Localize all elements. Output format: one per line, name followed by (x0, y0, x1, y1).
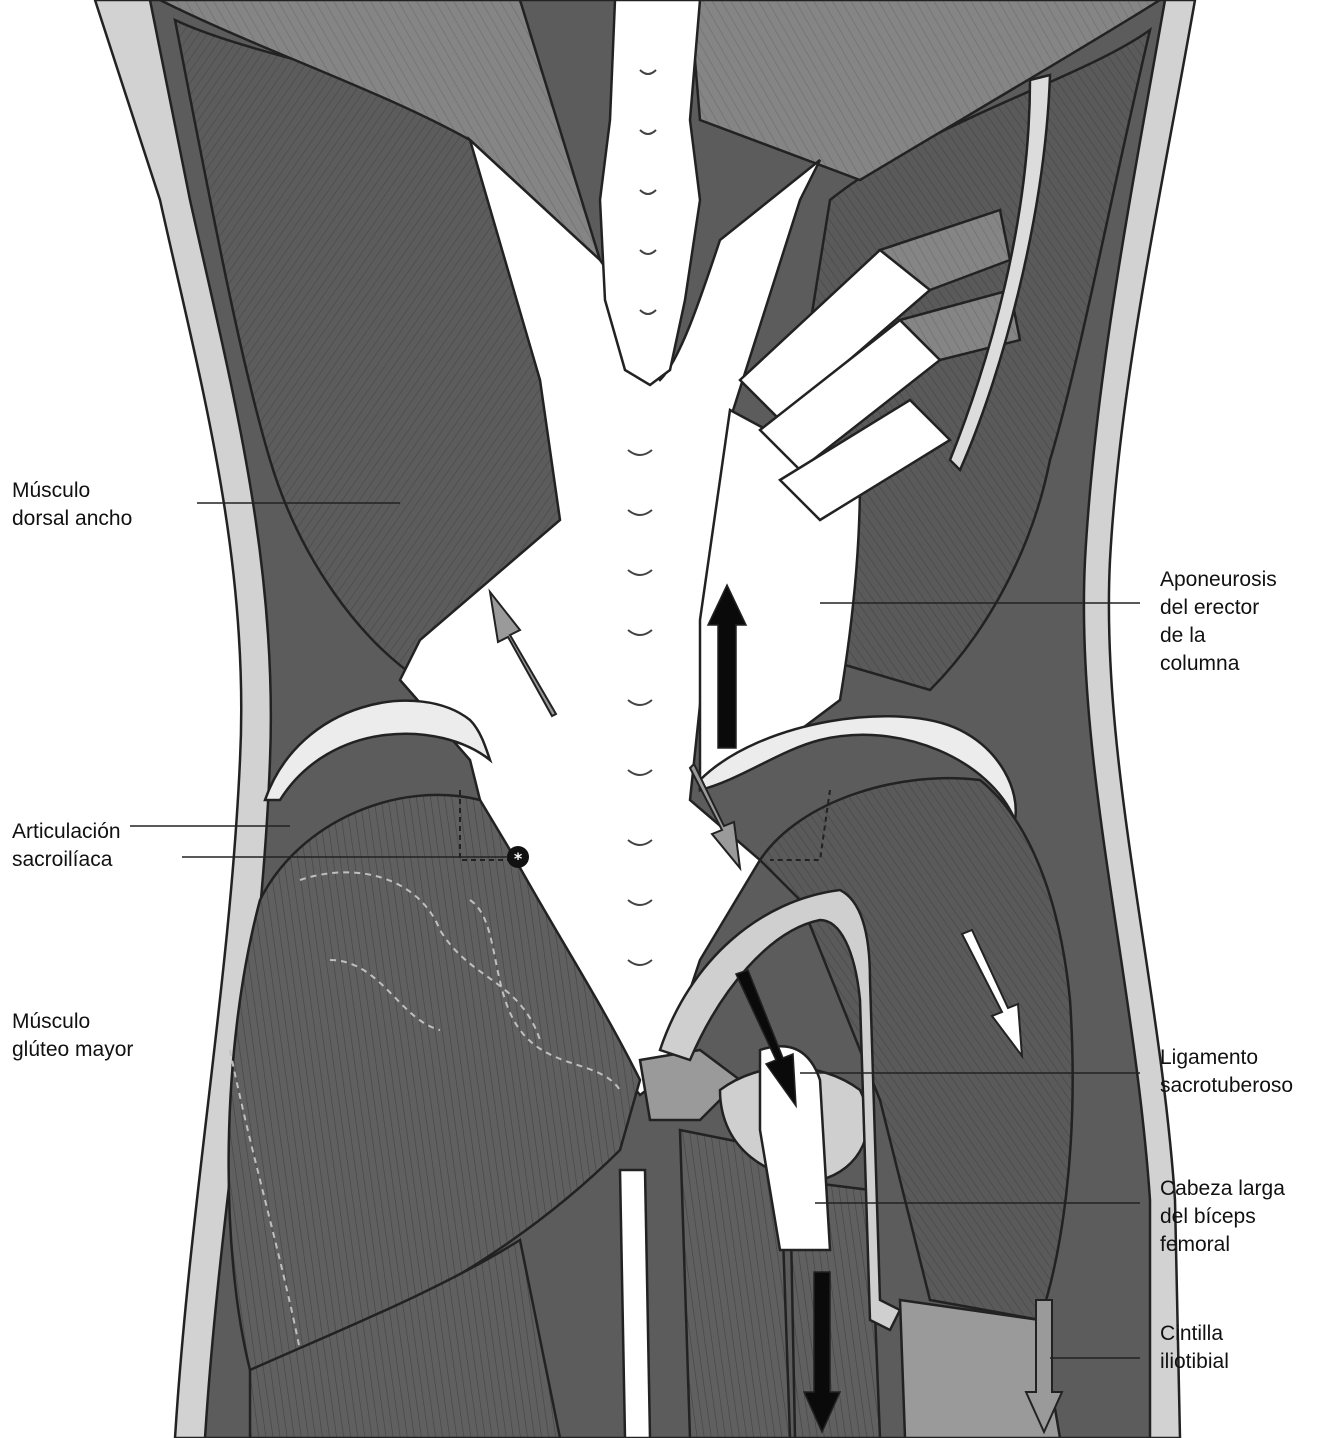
label-cintilla-line1: Cintilla (1160, 1322, 1223, 1345)
svg-text:sacrotuberoso: sacrotuberoso (1160, 1074, 1293, 1097)
label-gluteo-line1: Músculo (12, 1010, 90, 1033)
label-aponeurosis-line3: de la (1160, 624, 1206, 647)
label-sacrotuberoso-line2: sacrotuberoso (1160, 1074, 1293, 1097)
svg-text:del bíceps: del bíceps (1160, 1205, 1256, 1228)
svg-text:columna: columna (1160, 652, 1240, 675)
svg-text:*: * (514, 849, 523, 868)
svg-text:dorsal ancho: dorsal ancho (12, 507, 132, 530)
label-gluteus-maximus: Músculo glúteo mayor (12, 1010, 133, 1061)
svg-text:Cabeza larga: Cabeza larga (1160, 1177, 1285, 1200)
svg-text:Ligamento: Ligamento (1160, 1046, 1258, 1069)
svg-text:Músculo: Músculo (12, 1010, 90, 1033)
label-sacrotuberoso-line1: Ligamento (1160, 1046, 1258, 1069)
svg-text:Músculo: Músculo (12, 479, 90, 502)
svg-text:del erector: del erector (1160, 596, 1259, 619)
label-sacroiliac-joint: Articulación sacroilíaca (12, 820, 121, 871)
label-sacroiliaca-line1: Articulación (12, 820, 121, 843)
label-biceps-line3: femoral (1160, 1233, 1230, 1256)
label-cintilla-line2: iliotibial (1160, 1350, 1229, 1373)
label-gluteo-line2: glúteo mayor (12, 1038, 133, 1061)
label-dorsal-line1: Músculo (12, 479, 90, 502)
svg-text:de la: de la (1160, 624, 1206, 647)
svg-text:Aponeurosis: Aponeurosis (1160, 568, 1277, 591)
label-aponeurosis-line4: columna (1160, 652, 1240, 675)
label-aponeurosis-line2: del erector (1160, 596, 1259, 619)
label-biceps-line1: Cabeza larga (1160, 1177, 1285, 1200)
svg-text:iliotibial: iliotibial (1160, 1350, 1229, 1373)
label-latissimus-dorsi: Músculo dorsal ancho (12, 479, 132, 530)
label-biceps-femoris: Cabeza larga del bíceps femoral (1160, 1177, 1285, 1256)
svg-text:Articulación: Articulación (12, 820, 121, 843)
label-biceps-line2: del bíceps (1160, 1205, 1256, 1228)
label-aponeurosis-line1: Aponeurosis (1160, 568, 1277, 591)
svg-text:Cintilla: Cintilla (1160, 1322, 1223, 1345)
label-sacroiliaca-line2: sacroilíaca (12, 848, 113, 871)
label-dorsal-line2: dorsal ancho (12, 507, 132, 530)
label-erector-aponeurosis: Aponeurosis del erector de la columna (1160, 568, 1277, 675)
svg-text:sacroilíaca: sacroilíaca (12, 848, 113, 871)
svg-text:femoral: femoral (1160, 1233, 1230, 1256)
sacroiliac-joint-marker: * (507, 846, 529, 868)
label-sacrotuberous-ligament: Ligamento sacrotuberoso (1160, 1046, 1293, 1097)
svg-text:glúteo mayor: glúteo mayor (12, 1038, 133, 1061)
